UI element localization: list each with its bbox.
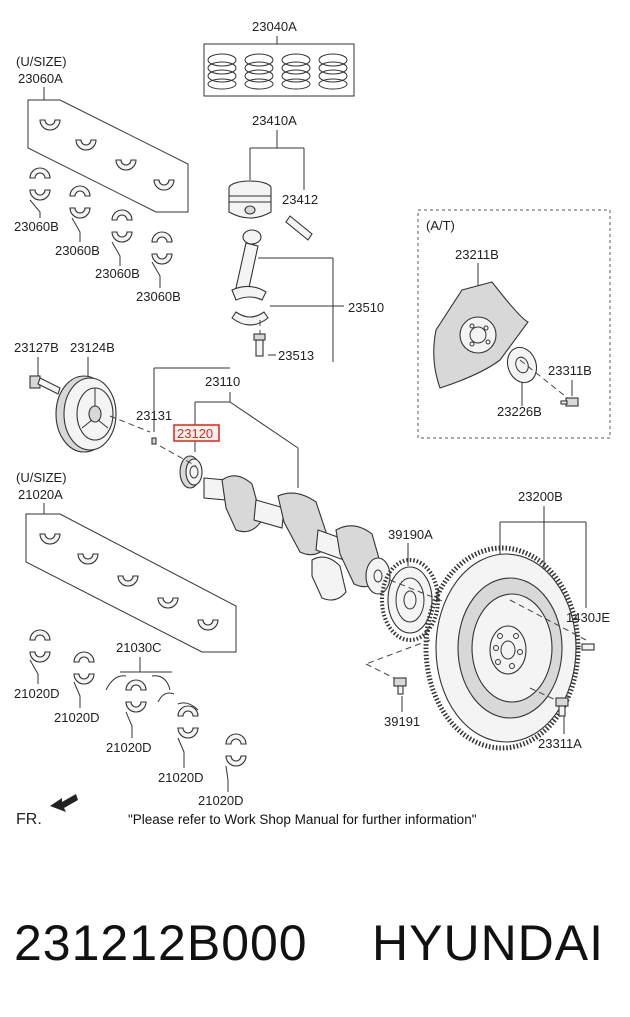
label-21020D-1: 21020D xyxy=(14,686,60,701)
label-23060B-1: 23060B xyxy=(14,219,59,234)
pulley-bolt-icon xyxy=(29,375,61,395)
label-23311B: 23311B xyxy=(548,363,592,378)
label-39190A: 39190A xyxy=(388,527,433,542)
piston-icon xyxy=(228,180,272,219)
piston-pin-icon xyxy=(285,215,313,241)
thrust-washer-icon xyxy=(105,675,199,711)
target-wheel-icon xyxy=(380,558,440,642)
piston-ring-icon xyxy=(207,53,348,90)
label-23040A: 23040A xyxy=(252,19,297,34)
label-at: (A/T) xyxy=(426,218,455,233)
damper-pulley-icon xyxy=(55,375,117,453)
main-bearing-shell-icon xyxy=(39,533,219,631)
drive-plate-bolt-icon xyxy=(560,397,579,407)
label-23060B-3: 23060B xyxy=(95,266,140,281)
connecting-rod-icon xyxy=(231,229,269,326)
label-23124B: 23124B xyxy=(70,340,115,355)
adapter-plate-icon xyxy=(506,346,538,384)
flywheel-icon xyxy=(423,545,581,751)
label-23200B: 23200B xyxy=(518,489,563,504)
front-marker: FR. xyxy=(16,794,78,828)
label-23127B: 23127B xyxy=(14,340,59,355)
conrod-bolt-icon xyxy=(253,333,266,357)
label-23410A: 23410A xyxy=(252,113,297,128)
flywheel-group: 39190A 39191 23200B xyxy=(365,489,610,751)
main-bearing-group: (U/SIZE) 21020A 21030C xyxy=(14,470,247,808)
label-23311A: 23311A xyxy=(538,736,582,751)
key-icon xyxy=(151,437,157,445)
piston-rings-group: 23040A xyxy=(203,19,355,97)
label-23120: 23120 xyxy=(177,426,213,441)
piston-conrod-group: 23410A 23412 23510 xyxy=(228,113,384,363)
label-39191: 39191 xyxy=(384,714,420,729)
workshop-note: "Please refer to Work Shop Manual for fu… xyxy=(128,812,477,827)
drive-plate-icon xyxy=(433,281,529,389)
label-1430JE: 1430JE xyxy=(566,610,610,625)
label-usize-upper: (U/SIZE) xyxy=(16,54,67,69)
label-21020D-2: 21020D xyxy=(54,710,100,725)
label-23131: 23131 xyxy=(136,408,172,423)
brand-name: HYUNDAI xyxy=(372,915,604,971)
front-marker-label: FR. xyxy=(16,811,42,828)
front-arrow-icon xyxy=(50,794,78,812)
bearing-shell-icon xyxy=(39,119,175,191)
crankshaft-icon xyxy=(203,475,391,601)
dowel-pin-icon xyxy=(581,643,595,651)
label-23226B: 23226B xyxy=(497,404,542,419)
conrod-bearing-group: (U/SIZE) 23060A 23060B 23060B 23060B 230… xyxy=(14,54,189,304)
sprocket-icon xyxy=(179,455,203,489)
label-21020D-3: 21020D xyxy=(106,740,152,755)
label-21030C: 21030C xyxy=(116,640,162,655)
label-23510: 23510 xyxy=(348,300,384,315)
label-21020D-5: 21020D xyxy=(198,793,244,808)
label-23412: 23412 xyxy=(282,192,318,207)
label-21020A: 21020A xyxy=(18,487,63,502)
label-23110: 23110 xyxy=(205,374,240,389)
part-number: 231212B000 xyxy=(14,915,308,971)
label-23060B-4: 23060B xyxy=(136,289,181,304)
label-usize-lower: (U/SIZE) xyxy=(16,470,67,485)
main-bearing-pair-icon xyxy=(29,629,247,767)
label-23060B-2: 23060B xyxy=(55,243,100,258)
label-23513: 23513 xyxy=(278,348,314,363)
crankshaft-group: 23127B 23124B 23110 23131 xyxy=(14,340,391,601)
highlight-23120: 23120 xyxy=(173,424,220,442)
at-drive-plate-group: (A/T) 23211B 23226B 23311B xyxy=(417,209,611,439)
label-23211B: 23211B xyxy=(455,247,499,262)
bearing-pair-icon xyxy=(29,167,173,265)
flywheel-bolt-icon xyxy=(555,697,569,717)
label-23060A: 23060A xyxy=(18,71,63,86)
label-21020D-4: 21020D xyxy=(158,770,204,785)
target-wheel-screw-icon xyxy=(393,677,407,695)
